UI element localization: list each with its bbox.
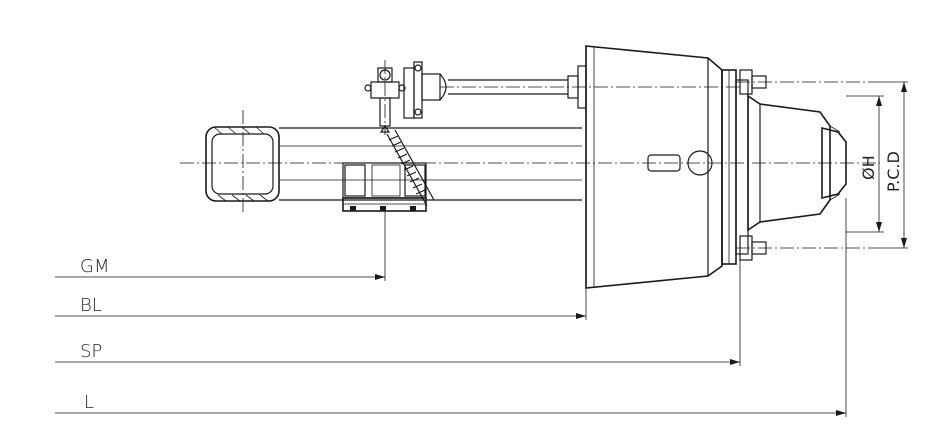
dimension-l: L — [55, 198, 847, 417]
dimension-label-bl: BL — [80, 295, 102, 316]
hub-cap — [821, 125, 847, 201]
brake-drum — [585, 45, 723, 289]
dimension-label-l: L — [84, 392, 94, 413]
wheel-stud-upper — [736, 69, 880, 95]
dimension-gm: GM — [55, 211, 386, 281]
dimension-label-sp: SP — [80, 341, 102, 362]
dimension-oh: ØH — [846, 95, 884, 233]
wheel-stud-lower — [736, 235, 880, 261]
dimension-pcd: P.C.D — [880, 81, 908, 249]
dimension-label-pcd: P.C.D — [884, 151, 903, 192]
dimension-sp: SP — [55, 260, 741, 366]
slack-adjuster — [364, 60, 587, 135]
axle-beam — [205, 110, 582, 215]
return-spring — [386, 129, 435, 207]
hub-body — [747, 94, 831, 232]
dimension-label-oh: ØH — [859, 155, 878, 180]
spring-seat — [342, 162, 427, 212]
dimension-label-gm: GM — [80, 256, 109, 277]
hub-flange — [721, 69, 749, 265]
dimension-bl: BL — [55, 288, 587, 320]
